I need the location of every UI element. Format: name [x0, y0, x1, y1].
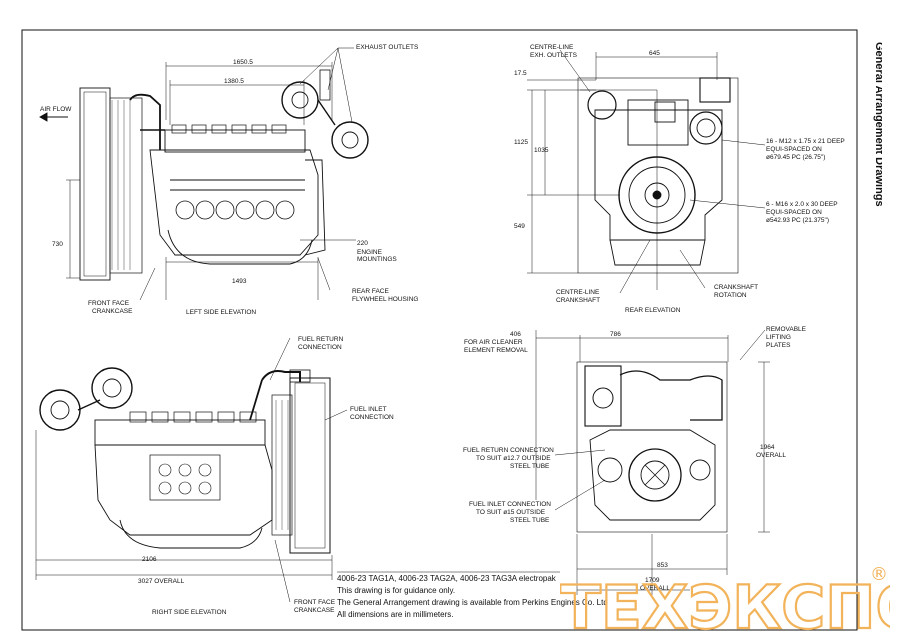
dim-1650: 1650.5: [233, 59, 253, 66]
dim-786: 786: [610, 331, 621, 338]
lifting-label-3: PLATES: [766, 342, 791, 349]
dim-220: 220: [357, 240, 368, 247]
dim-1125: 1125: [514, 139, 528, 146]
overall-h-label: OVERALL: [640, 585, 670, 592]
right-elevation-caption: RIGHT SIDE ELEVATION: [152, 609, 227, 616]
fuel-return-label-3: STEEL TUBE: [510, 463, 550, 470]
m16-label-2: EQUI-SPACED ON: [766, 209, 822, 216]
sheet-title: General Arrangement Drawings: [873, 42, 882, 207]
m12-label-3: ø679.45 PC (26.75"): [766, 154, 825, 161]
fuel-inlet-label-3: STEEL TUBE: [510, 517, 550, 524]
registered-mark-icon: ®: [870, 564, 888, 585]
dim-1709: 1709: [645, 577, 660, 584]
fuel-inlet-label-1: FUEL INLET CONNECTION: [469, 501, 551, 508]
fuel-return-label-2: TO SUIT ø12.7 OUTSIDE: [476, 455, 551, 462]
dim-3027: 3027 OVERALL: [138, 578, 185, 585]
centreline-exh-label-1: CENTRE-LINE: [530, 44, 574, 51]
rf-front-face-1: FRONT FACE: [294, 599, 336, 606]
engine-mountings-1: ENGINE: [357, 249, 383, 256]
m16-label-1: 6 - M16 x 2.0 x 30 DEEP: [766, 201, 838, 208]
sheet-border: [21, 29, 858, 631]
fuel-return-top-1: FUEL RETURN: [298, 336, 344, 343]
note-guidance: This drawing is for guidance only.: [337, 586, 456, 595]
centreline-exh-label-2: EXH. OUTLETS: [530, 52, 578, 59]
dim-2106: 2106: [142, 556, 157, 563]
dim-1493: 1493: [232, 278, 247, 285]
dim-1380: 1380.5: [224, 78, 244, 85]
rear-face-label-1: REAR FACE: [352, 288, 390, 295]
airflow-label: AIR FLOW: [40, 106, 72, 113]
note-availability: The General Arrangement drawing is avail…: [337, 598, 608, 607]
front-view: [535, 329, 770, 595]
lifting-label-2: LIFTING: [766, 334, 791, 341]
rf-front-face-2: CRANKCASE: [294, 607, 335, 614]
dim-1964: 1964: [760, 444, 775, 451]
note-units: All dimensions are in millimeters.: [337, 610, 454, 619]
fuel-inlet-top-2: CONNECTION: [350, 414, 394, 421]
front-face-label-2: CRANKCASE: [92, 308, 133, 315]
air-cleaner-label-2: ELEMENT REMOVAL: [464, 347, 528, 354]
overall-v-label: OVERALL: [756, 452, 786, 459]
left-elevation-caption: LEFT SIDE ELEVATION: [186, 309, 256, 316]
centreline-crank-label-2: CRANKSHAFT: [556, 297, 600, 304]
fuel-return-top-2: CONNECTION: [298, 344, 342, 351]
air-cleaner-label-1: FOR AIR CLEANER: [464, 339, 523, 346]
watermark: ТЕХЭКСПО ®: [560, 564, 890, 636]
rear-elevation: [527, 49, 766, 294]
dim-730: 730: [52, 241, 63, 248]
m12-label-2: EQUI-SPACED ON: [766, 146, 822, 153]
front-face-label-1: FRONT FACE: [88, 300, 130, 307]
watermark-text: ТЕХЭКСПО: [560, 573, 890, 636]
dim-549: 549: [514, 223, 525, 230]
left-side-elevation: [39, 47, 369, 301]
crank-rotation-label-2: ROTATION: [714, 292, 747, 299]
rear-elevation-caption: REAR ELEVATION: [625, 307, 681, 314]
dim-1035: 1035: [534, 147, 549, 154]
side-title-box: General Arrangement Drawings: [873, 42, 882, 207]
dim-406: 406: [510, 331, 521, 338]
fuel-inlet-top-1: FUEL INLET: [350, 406, 387, 413]
dim-853: 853: [657, 562, 668, 569]
m12-label-1: 16 - M12 x 1.75 x 21 DEEP: [766, 138, 845, 145]
dim-17: 17.5: [514, 70, 527, 77]
m16-label-3: ø542.93 PC (21.375"): [766, 217, 829, 224]
rear-face-label-2: FLYWHEEL HOUSING: [352, 296, 418, 303]
crank-rotation-label-1: CRANKSHAFT: [714, 284, 758, 291]
note-models: 4006-23 TAG1A, 4006-23 TAG2A, 4006-23 TA…: [337, 574, 556, 583]
lifting-label-1: REMOVABLE: [766, 326, 807, 333]
right-side-elevation: [35, 337, 348, 603]
engine-mountings-2: MOUNTINGS: [357, 256, 397, 263]
exhaust-outlets-label: EXHAUST OUTLETS: [356, 44, 419, 51]
centreline-crank-label-1: CENTRE-LINE: [556, 289, 600, 296]
fuel-return-label-1: FUEL RETURN CONNECTION: [463, 447, 554, 454]
fuel-inlet-label-2: TO SUIT ø15 OUTSIDE: [476, 509, 546, 516]
dim-645: 645: [649, 50, 660, 57]
